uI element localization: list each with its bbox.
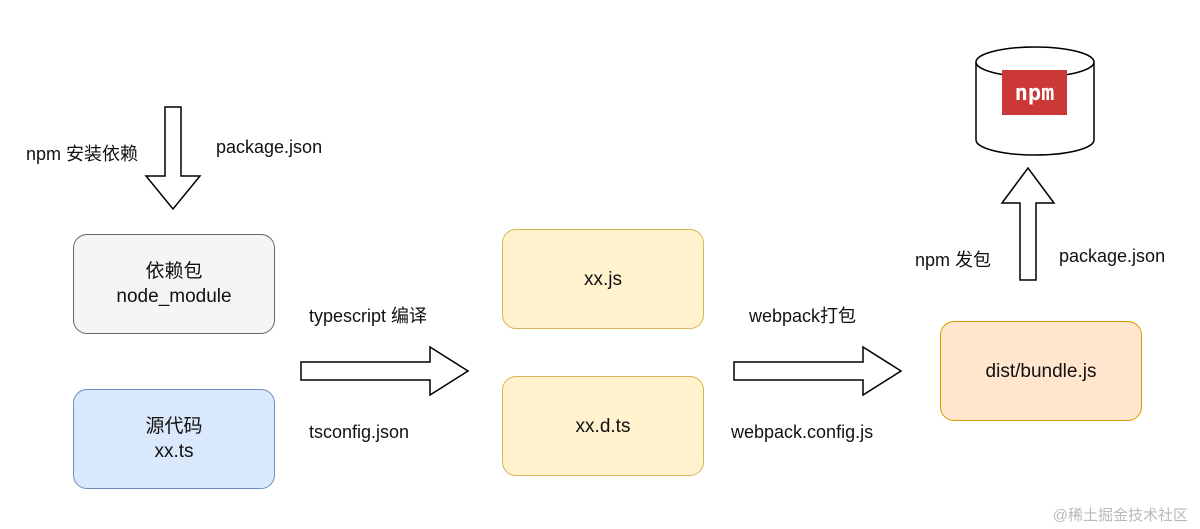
js-output-box: xx.js: [502, 229, 704, 329]
publish-arrow: [1000, 166, 1056, 281]
npm-publish-label: npm 发包: [915, 250, 992, 270]
package-json-right-label: package.json: [1059, 246, 1166, 266]
tsconfig-label: tsconfig.json: [309, 422, 410, 442]
source-code-title: 源代码: [145, 416, 203, 437]
source-code-box: 源代码 xx.ts: [73, 389, 275, 489]
dts-output-box: xx.d.ts: [502, 376, 704, 476]
webpack-config-label: webpack.config.js: [731, 422, 874, 442]
bundle-label: dist/bundle.js: [985, 360, 1097, 382]
npm-logo-text: npm: [1015, 81, 1055, 106]
install-arrow: [144, 106, 202, 211]
dependencies-box: 依赖包 node_module: [73, 234, 275, 334]
bundle-box: dist/bundle.js: [940, 321, 1142, 421]
package-json-top-label: package.json: [216, 137, 323, 157]
typescript-compile-label: typescript 编译: [309, 306, 428, 326]
webpack-pack-label: webpack打包: [749, 306, 857, 326]
npm-logo-icon: npm: [1002, 70, 1067, 115]
source-code-subtitle: xx.ts: [154, 441, 194, 462]
dependencies-title: 依赖包: [145, 261, 203, 282]
dependencies-subtitle: node_module: [116, 286, 232, 307]
compile-arrow: [300, 345, 470, 397]
dts-output-label: xx.d.ts: [575, 415, 631, 437]
webpack-arrow: [733, 345, 903, 397]
npm-install-label: npm 安装依赖: [26, 144, 139, 164]
js-output-label: xx.js: [584, 268, 622, 290]
watermark: @稀土掘金技术社区: [1052, 507, 1188, 524]
